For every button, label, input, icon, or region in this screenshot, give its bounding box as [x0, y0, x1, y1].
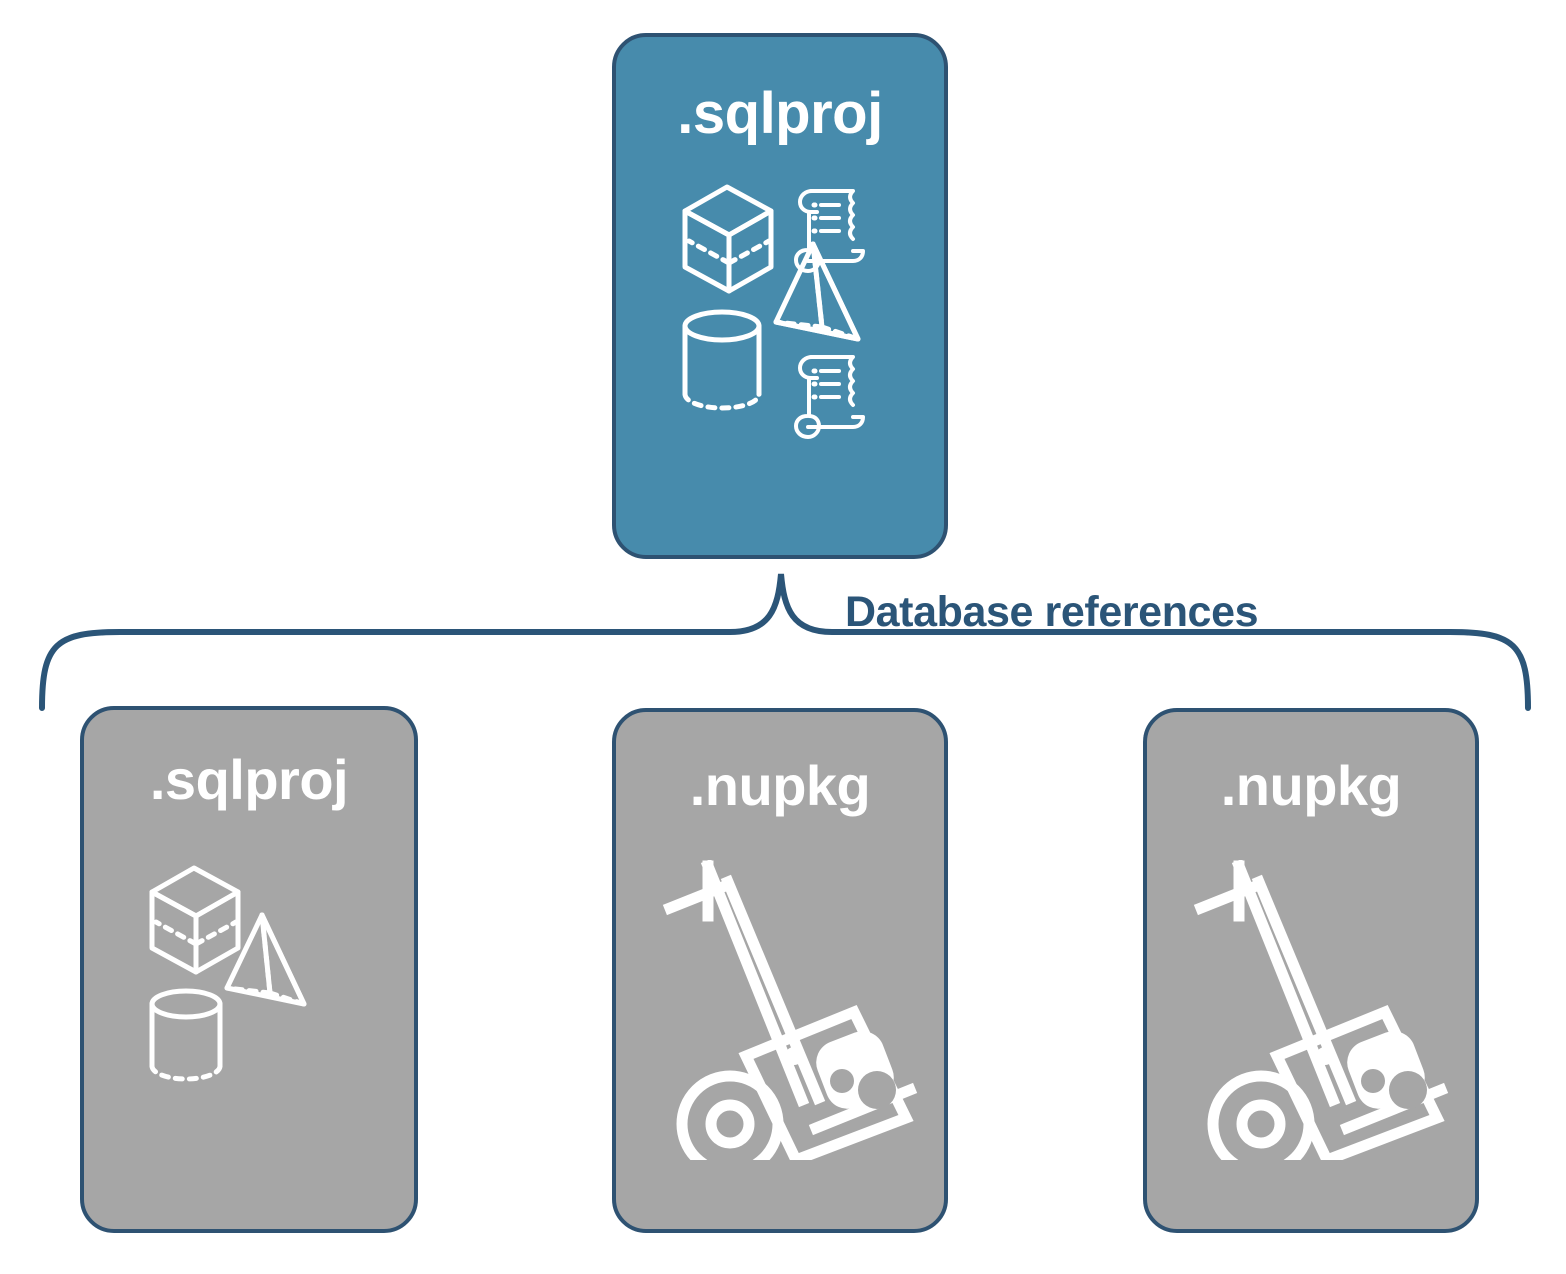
card-title: .nupkg	[1220, 754, 1402, 817]
scroll-icon	[794, 355, 865, 439]
hand-truck-package-icon	[1193, 858, 1449, 1178]
cylinder-icon	[149, 988, 223, 1082]
cube-icon	[682, 184, 774, 294]
cylinder-icon	[682, 309, 762, 411]
card-sqlproj-top[interactable]: .sqlproj	[612, 33, 948, 559]
nupkg-artwork-group	[1173, 858, 1449, 1178]
pyramid-icon	[224, 912, 307, 1007]
card-nupkg-reference-1[interactable]: .nupkg	[612, 708, 948, 1233]
card-title: .sqlproj	[677, 81, 883, 146]
sqlproj-artwork-group	[675, 175, 885, 445]
card-sqlproj-reference[interactable]: .sqlproj	[80, 706, 418, 1233]
card-title: .sqlproj	[149, 748, 349, 811]
nupkg-artwork-group	[642, 858, 918, 1178]
cube-icon	[149, 865, 241, 975]
card-title: .nupkg	[689, 754, 871, 817]
sqlproj-artwork-group	[138, 860, 348, 1090]
pyramid-icon	[773, 241, 861, 342]
bracket-label: Database references	[845, 588, 1259, 636]
hand-truck-package-icon	[662, 858, 918, 1178]
card-nupkg-reference-2[interactable]: .nupkg	[1143, 708, 1479, 1233]
